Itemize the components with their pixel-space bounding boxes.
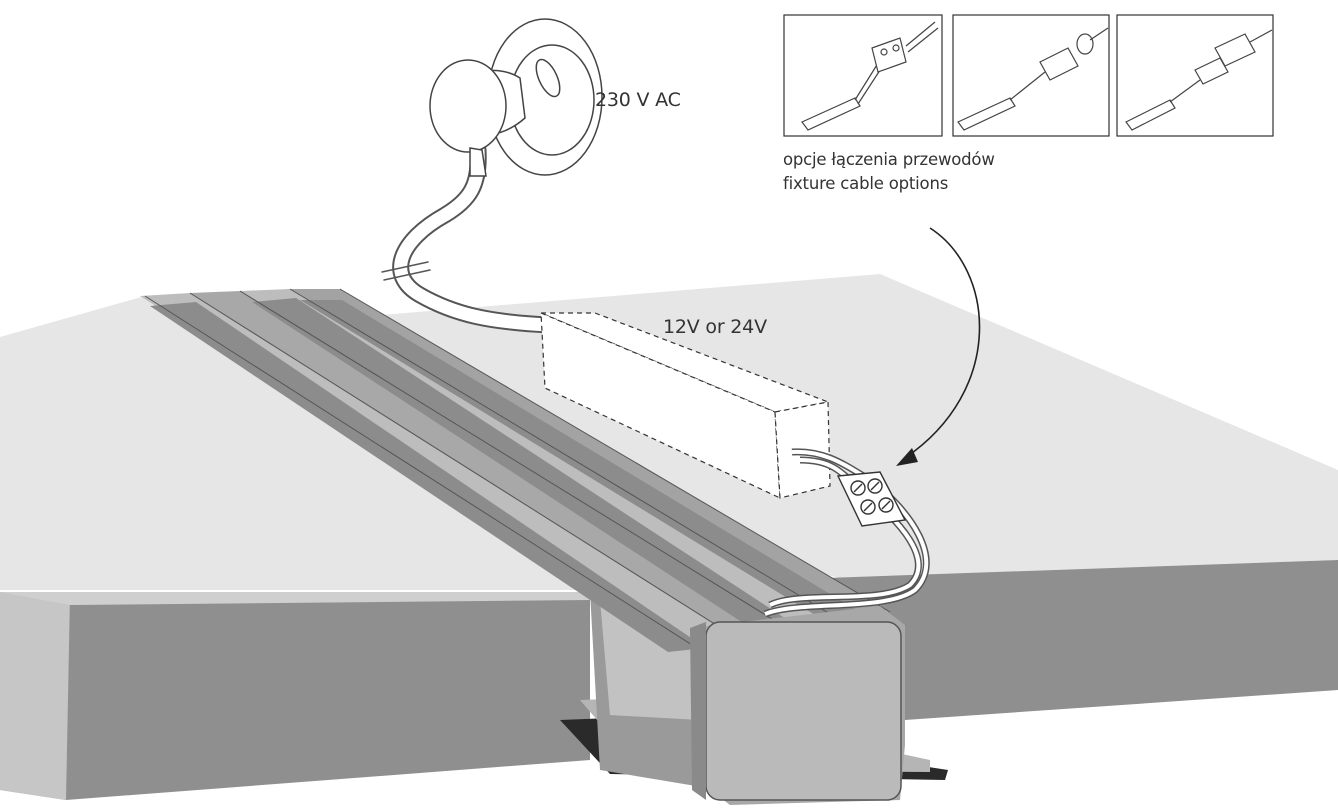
mains-voltage-label: 230 V AC: [595, 89, 681, 111]
driver-voltage-label: 12V or 24V: [663, 316, 767, 338]
option-dc-jack: [952, 14, 1110, 137]
arrow-icon: [896, 227, 981, 466]
cable-options-panels: [783, 14, 1274, 137]
option-quick-connector: [1116, 14, 1274, 137]
left-worktop: [0, 296, 590, 800]
terminal-block-icon: [836, 471, 907, 527]
cable-options-caption: opcje łączenia przewodów fixture cable o…: [783, 148, 995, 196]
wall-socket-plug-icon: [429, 18, 603, 177]
cable-options-label-en: fixture cable options: [783, 174, 949, 193]
led-profile: [140, 288, 948, 805]
option-screw-terminal: [783, 14, 943, 137]
mains-cable: [381, 141, 557, 334]
profile-end-cap: [690, 606, 905, 805]
output-wires: [763, 448, 930, 618]
cable-options-label-pl: opcje łączenia przewodów: [783, 150, 995, 169]
